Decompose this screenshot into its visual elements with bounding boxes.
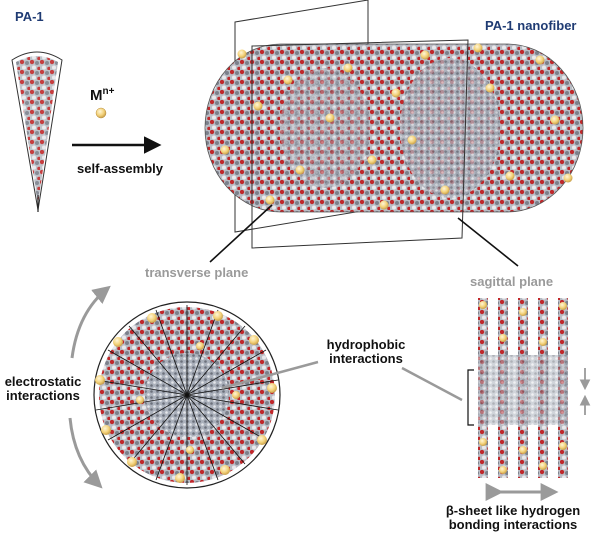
pa1-molecule xyxy=(11,51,63,212)
electrostatic-arrow-up xyxy=(70,285,111,359)
self-assembly-label: self-assembly xyxy=(77,161,163,176)
hydrophobic-label-line1: hydrophobic xyxy=(326,337,406,352)
beta-sheet-label-line1: β-sheet like hydrogen xyxy=(445,503,581,518)
hydrophobic-label-line2: interactions xyxy=(329,351,403,367)
electrostatic-label: electrostatic interactions xyxy=(0,374,86,404)
metal-ion-label: Mn+ xyxy=(90,86,114,105)
hydrophobic-pointer-right xyxy=(401,366,463,402)
sagittal-plane-rect xyxy=(251,39,469,249)
hydrophobic-label: hydrophobic interactions xyxy=(318,337,414,367)
electrostatic-arrow-down xyxy=(68,417,103,489)
nanofiber-body xyxy=(204,43,584,213)
cross-section-metal-ions xyxy=(95,311,277,483)
pa1-label: PA-1 xyxy=(15,9,44,24)
beta-sheet-label: β-sheet like hydrogen bonding interactio… xyxy=(430,503,596,533)
electrostatic-label-line1: electrostatic xyxy=(4,374,82,389)
beta-sheet-label-line2: bonding interactions xyxy=(448,517,578,533)
hydrophobic-pointer-left xyxy=(221,360,319,390)
metal-ion-label-charge: n+ xyxy=(102,86,115,97)
hydrophobic-bracket xyxy=(467,369,474,426)
transverse-cross-section xyxy=(93,301,281,489)
transverse-connector xyxy=(209,204,273,263)
nanofiber-metal-ions xyxy=(220,43,573,210)
nanofiber-3d xyxy=(204,0,584,249)
electrostatic-label-line2: interactions xyxy=(6,388,80,404)
nanofiber-label: PA-1 nanofiber xyxy=(485,18,577,33)
sagittal-stacks xyxy=(478,298,568,478)
metal-ion-label-base: M xyxy=(90,87,103,104)
sagittal-plane-label: sagittal plane xyxy=(470,274,554,289)
transverse-plane-label: transverse plane xyxy=(145,265,249,280)
sagittal-connector xyxy=(457,217,519,267)
metal-ion-icon xyxy=(95,107,107,119)
